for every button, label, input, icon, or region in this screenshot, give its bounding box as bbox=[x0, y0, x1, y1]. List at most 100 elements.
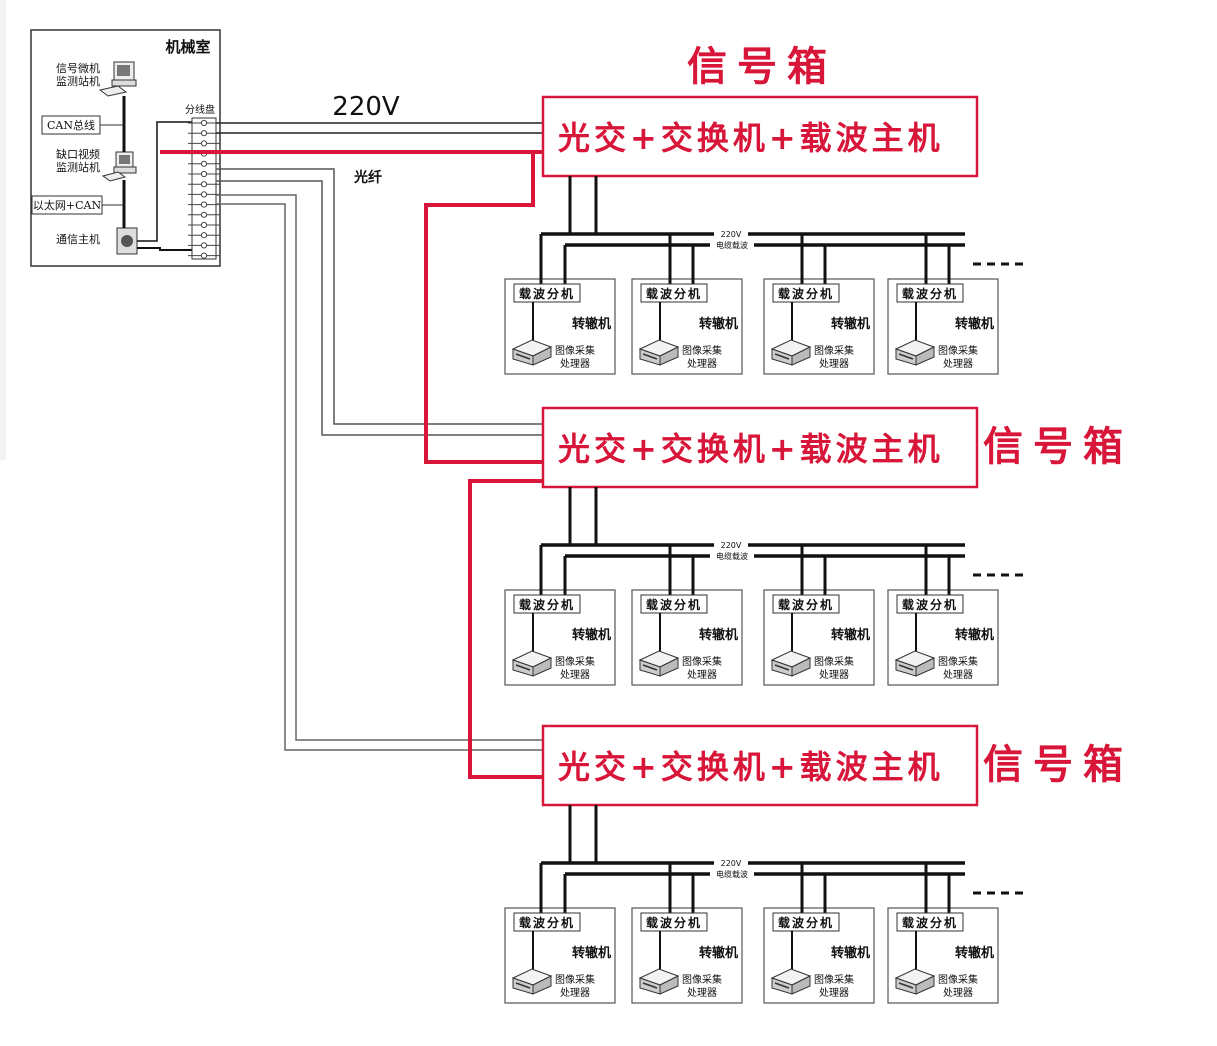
switch-machine-label: 转辙机 bbox=[831, 627, 870, 643]
signal-box-group: 光交+交换机+载波主机220V电缆载波载波分机转辙机图像采集处理器载波分机转辙机… bbox=[504, 406, 1023, 686]
processor-icon bbox=[894, 968, 936, 995]
signal-box[interactable] bbox=[541, 95, 979, 178]
power-line-box2 bbox=[216, 180, 543, 436]
carrier-bus-label: 电缆载波 bbox=[716, 869, 748, 879]
computer-icon bbox=[98, 61, 137, 97]
processor-icon bbox=[638, 339, 680, 366]
processor-label-2: 处理器 bbox=[819, 669, 849, 681]
signal-station-label-2: 监测站机 bbox=[56, 74, 100, 88]
fiber-line bbox=[424, 152, 543, 464]
processor-label-1: 图像采集 bbox=[682, 344, 722, 357]
terminal-screw bbox=[200, 130, 208, 137]
power-line-box3 bbox=[216, 203, 543, 751]
switch-machine-label: 转辙机 bbox=[831, 945, 870, 961]
switch-machine-label: 转辙机 bbox=[699, 627, 738, 643]
terminal-screw bbox=[200, 211, 208, 218]
comm-host-icon bbox=[116, 227, 138, 255]
processor-label-1: 图像采集 bbox=[814, 973, 854, 986]
switch-machine-label: 转辙机 bbox=[955, 316, 994, 332]
power-label: 220V bbox=[332, 92, 400, 122]
signal-box-content: 光交+交换机+载波主机 bbox=[558, 119, 944, 157]
processor-label-1: 图像采集 bbox=[938, 655, 978, 668]
carrier-slave-label: 载波分机 bbox=[519, 915, 575, 930]
switch-machine-label: 转辙机 bbox=[831, 316, 870, 332]
processor-label-1: 图像采集 bbox=[938, 344, 978, 357]
carrier-slave-label: 载波分机 bbox=[519, 597, 575, 612]
processor-label-2: 处理器 bbox=[687, 669, 717, 681]
carrier-slave-label: 载波分机 bbox=[646, 915, 702, 930]
terminal-screw bbox=[200, 221, 208, 229]
gap-station-label-2: 监测站机 bbox=[56, 160, 100, 174]
processor-icon bbox=[638, 650, 680, 677]
processor-label-1: 图像采集 bbox=[555, 344, 595, 357]
signal-box-content: 光交+交换机+载波主机 bbox=[558, 748, 944, 786]
switch-machine-label: 转辙机 bbox=[572, 945, 611, 961]
processor-label-2: 处理器 bbox=[943, 669, 973, 681]
carrier-slave-box bbox=[513, 912, 581, 932]
carrier-slave-label: 载波分机 bbox=[519, 286, 575, 301]
carrier-slave-label: 载波分机 bbox=[902, 915, 958, 930]
switch-machine-label: 转辙机 bbox=[955, 627, 994, 643]
power-bus-label: 220V bbox=[721, 541, 742, 550]
comm-host-label: 通信主机 bbox=[56, 232, 100, 246]
carrier-bus-label: 电缆载波 bbox=[716, 240, 748, 250]
power-bus-label: 220V bbox=[721, 859, 742, 868]
carrier-slave-label: 载波分机 bbox=[778, 286, 834, 301]
processor-label-2: 处理器 bbox=[943, 358, 973, 370]
bus-label-bg bbox=[710, 869, 754, 879]
signal-box-title: 信号箱 bbox=[687, 44, 837, 90]
carrier-slave-box bbox=[772, 283, 840, 303]
processor-icon bbox=[894, 339, 936, 366]
processor-icon bbox=[511, 650, 553, 677]
terminal-screw bbox=[200, 252, 208, 259]
carrier-slave-box bbox=[896, 912, 964, 932]
switch-machine-label: 转辙机 bbox=[572, 627, 611, 643]
bus-label-bg bbox=[714, 540, 748, 549]
terminal-screw bbox=[200, 242, 208, 249]
processor-label-2: 处理器 bbox=[560, 669, 590, 681]
switch-machine-label: 转辙机 bbox=[699, 316, 738, 332]
processor-icon bbox=[638, 968, 680, 995]
carrier-slave-box bbox=[896, 283, 964, 303]
power-line-box2 bbox=[216, 168, 543, 425]
carrier-slave-box bbox=[513, 594, 581, 614]
bus-label-bg bbox=[714, 229, 748, 238]
processor-label-2: 处理器 bbox=[687, 987, 717, 999]
host-panel-line bbox=[137, 121, 192, 242]
processor-label-1: 图像采集 bbox=[814, 655, 854, 668]
carrier-slave-box bbox=[640, 594, 708, 614]
processor-icon bbox=[894, 650, 936, 677]
processor-label-1: 图像采集 bbox=[814, 344, 854, 357]
power-line-box3 bbox=[216, 194, 543, 741]
terminal-screw bbox=[200, 119, 208, 127]
terminal-screw bbox=[200, 160, 208, 167]
fiber-line bbox=[468, 479, 543, 779]
processor-label-2: 处理器 bbox=[943, 987, 973, 999]
carrier-slave-box bbox=[772, 912, 840, 932]
processor-label-1: 图像采集 bbox=[555, 973, 595, 986]
signal-box-group: 光交+交换机+载波主机220V电缆载波载波分机转辙机图像采集处理器载波分机转辙机… bbox=[504, 724, 1023, 1004]
terminal-screw bbox=[200, 201, 208, 208]
carrier-slave-box bbox=[640, 283, 708, 303]
processor-label-1: 图像采集 bbox=[682, 655, 722, 668]
bus-label-bg bbox=[714, 858, 748, 867]
distribution-panel-label: 分线盘 bbox=[185, 103, 215, 116]
processor-icon bbox=[511, 968, 553, 995]
processor-label-2: 处理器 bbox=[819, 987, 849, 999]
signal-box[interactable] bbox=[541, 406, 979, 489]
ethernet-can-label: 以太网+CAN bbox=[33, 199, 102, 212]
signal-box[interactable] bbox=[541, 724, 979, 807]
